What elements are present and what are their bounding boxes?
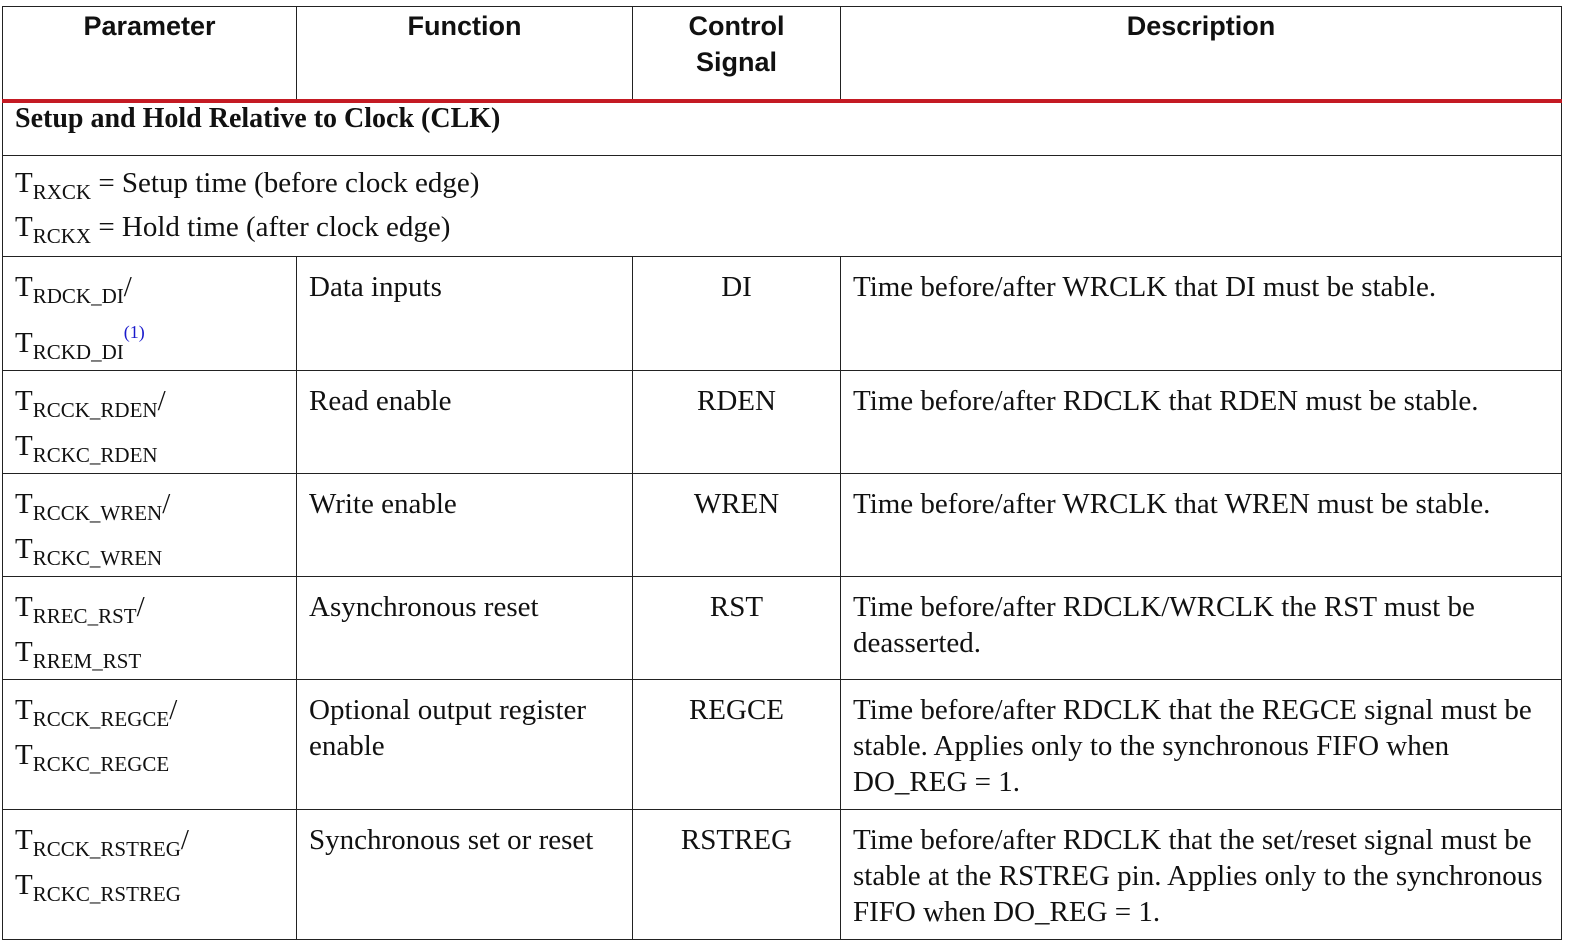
table-row: TRCCK_RDEN/ TRCKC_RDEN Read enable RDEN … <box>2 370 1562 474</box>
timing-parameters-table: Parameter Function Control Signal Descri… <box>2 6 1562 940</box>
table-row: TRCCK_WREN/ TRCKC_WREN Write enable WREN… <box>2 473 1562 577</box>
signal-cell: RDEN <box>632 370 841 474</box>
description-cell: Time before/after RDCLK that the set/res… <box>840 809 1562 940</box>
parameter-cell: TRCCK_REGCE/ TRCKC_REGCE <box>2 679 297 810</box>
note-setup-time: TRXCK = Setup time (before clock edge) <box>15 167 480 204</box>
signal-cell: RST <box>632 576 841 680</box>
header-control-signal: Control Signal <box>632 6 841 103</box>
function-cell: Data inputs <box>296 256 633 371</box>
signal-cell: REGCE <box>632 679 841 810</box>
notes-row: TRXCK = Setup time (before clock edge) T… <box>2 155 1562 257</box>
table-row: TRREC_RST/ TRREM_RST Asynchronous reset … <box>2 576 1562 680</box>
description-cell: Time before/after RDCLK that RDEN must b… <box>840 370 1562 474</box>
header-control-signal-line2: Signal <box>695 47 777 77</box>
description-cell: Time before/after RDCLK/WRCLK the RST mu… <box>840 576 1562 680</box>
parameter-cell: TRCCK_RDEN/ TRCKC_RDEN <box>2 370 297 474</box>
function-cell: Optional output register enable <box>296 679 633 810</box>
function-cell: Write enable <box>296 473 633 577</box>
header-control-signal-line1: Control <box>688 11 785 41</box>
signal-cell: WREN <box>632 473 841 577</box>
table-row: TRCCK_RSTREG/ TRCKC_RSTREG Synchronous s… <box>2 809 1562 940</box>
section-row: Setup and Hold Relative to Clock (CLK) <box>2 100 1562 156</box>
signal-cell: RSTREG <box>632 809 841 940</box>
signal-cell: DI <box>632 256 841 371</box>
notes-cell: TRXCK = Setup time (before clock edge) T… <box>2 155 1562 257</box>
description-cell: Time before/after RDCLK that the REGCE s… <box>840 679 1562 810</box>
header-function: Function <box>296 6 633 103</box>
parameter-cell: TRCCK_WREN/ TRCKC_WREN <box>2 473 297 577</box>
function-cell: Read enable <box>296 370 633 474</box>
section-title: Setup and Hold Relative to Clock (CLK) <box>2 100 1562 156</box>
function-cell: Synchronous set or reset <box>296 809 633 940</box>
table-row: TRDCK_DI/ TRCKD_DI(1) Data inputs DI Tim… <box>2 256 1562 371</box>
header-parameter: Parameter <box>2 6 297 103</box>
header-row: Parameter Function Control Signal Descri… <box>2 6 1562 103</box>
parameter-cell: TRDCK_DI/ TRCKD_DI(1) <box>2 256 297 371</box>
function-cell: Asynchronous reset <box>296 576 633 680</box>
header-description: Description <box>840 6 1562 103</box>
description-cell: Time before/after WRCLK that DI must be … <box>840 256 1562 371</box>
parameter-cell: TRREC_RST/ TRREM_RST <box>2 576 297 680</box>
table-row: TRCCK_REGCE/ TRCKC_REGCE Optional output… <box>2 679 1562 810</box>
description-cell: Time before/after WRCLK that WREN must b… <box>840 473 1562 577</box>
footnote-reference-link[interactable]: (1) <box>123 322 145 342</box>
note-hold-time: TRCKX = Hold time (after clock edge) <box>15 211 451 248</box>
parameter-cell: TRCCK_RSTREG/ TRCKC_RSTREG <box>2 809 297 940</box>
